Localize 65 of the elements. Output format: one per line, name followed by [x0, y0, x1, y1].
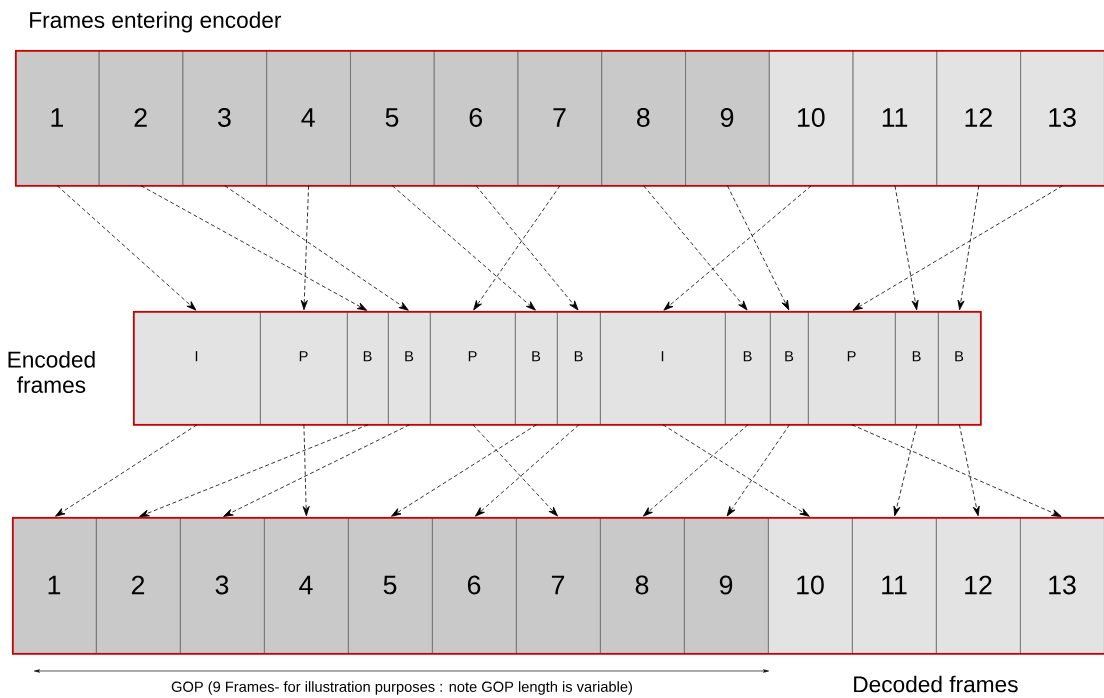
frame-cell: 6 — [432, 517, 517, 654]
arrow — [302, 424, 310, 517]
frame-cell: 1 — [15, 50, 100, 186]
frame-cell: B — [725, 311, 771, 425]
frame-cell: B — [347, 311, 389, 425]
frame-cell: B — [938, 311, 981, 425]
frame-cell: B — [895, 311, 939, 425]
arrow — [140, 185, 368, 311]
arrow — [474, 424, 580, 517]
arrow — [223, 424, 410, 517]
arrow — [663, 185, 812, 311]
arrow — [662, 424, 810, 517]
arrow — [473, 185, 561, 311]
arrow — [55, 424, 198, 517]
arrow — [893, 424, 918, 517]
frame-cell: B — [557, 311, 601, 425]
frame-cell: 9 — [685, 50, 770, 186]
dimension-label: GOP (9 Frames- for illustration purposes : note GOP length is variable) — [171, 681, 632, 695]
frame-cell: 11 — [852, 517, 937, 654]
frame-cell: 9 — [684, 517, 769, 654]
arrow — [852, 185, 1063, 311]
frame-cell: 5 — [350, 50, 435, 186]
frame-cell: 10 — [768, 50, 854, 186]
frame-cell: 1 — [12, 517, 97, 654]
arrow — [642, 424, 749, 517]
frame-cell: 12 — [936, 517, 1021, 654]
frame-cell: B — [515, 311, 558, 425]
frame-cell: 3 — [182, 50, 268, 186]
frame-cell: 13 — [1020, 517, 1104, 654]
arrow — [643, 185, 748, 311]
frame-cell: 4 — [266, 50, 351, 186]
frame-cell: 8 — [601, 50, 686, 186]
arrow — [851, 424, 1062, 517]
frame-cell: 2 — [96, 517, 181, 654]
frame-cell: 8 — [600, 517, 685, 654]
arrow — [472, 424, 558, 517]
arrow — [959, 424, 980, 517]
arrow — [139, 424, 369, 517]
frame-cell: I — [133, 311, 261, 425]
frame-cell: 5 — [348, 517, 433, 654]
frame-cell: B — [770, 311, 809, 425]
arrow — [56, 185, 197, 311]
row-title: Frames entering encoder — [30, 11, 282, 33]
frame-cell: B — [388, 311, 431, 425]
frame-cell: 4 — [264, 517, 349, 654]
arrow — [391, 424, 537, 517]
frame-cell: 11 — [852, 50, 938, 186]
arrow — [957, 185, 980, 311]
frame-cell: 2 — [98, 50, 184, 186]
row-title: Encoded frames — [8, 351, 95, 393]
frame-cell: 7 — [516, 517, 601, 654]
frame-cell: 7 — [517, 50, 603, 186]
row-title: Decoded frames — [854, 675, 1018, 693]
arrow — [727, 185, 790, 311]
frame-cell: 3 — [180, 517, 265, 654]
frame-cell: 10 — [768, 517, 853, 654]
frame-cell: 6 — [433, 50, 519, 186]
arrow — [726, 424, 790, 517]
arrow — [894, 185, 919, 311]
arrow — [391, 185, 536, 311]
arrow — [475, 185, 579, 311]
frame-cell: 13 — [1020, 50, 1104, 186]
frame-cell: 12 — [936, 50, 1022, 186]
arrow — [300, 185, 309, 311]
arrow — [224, 185, 409, 311]
